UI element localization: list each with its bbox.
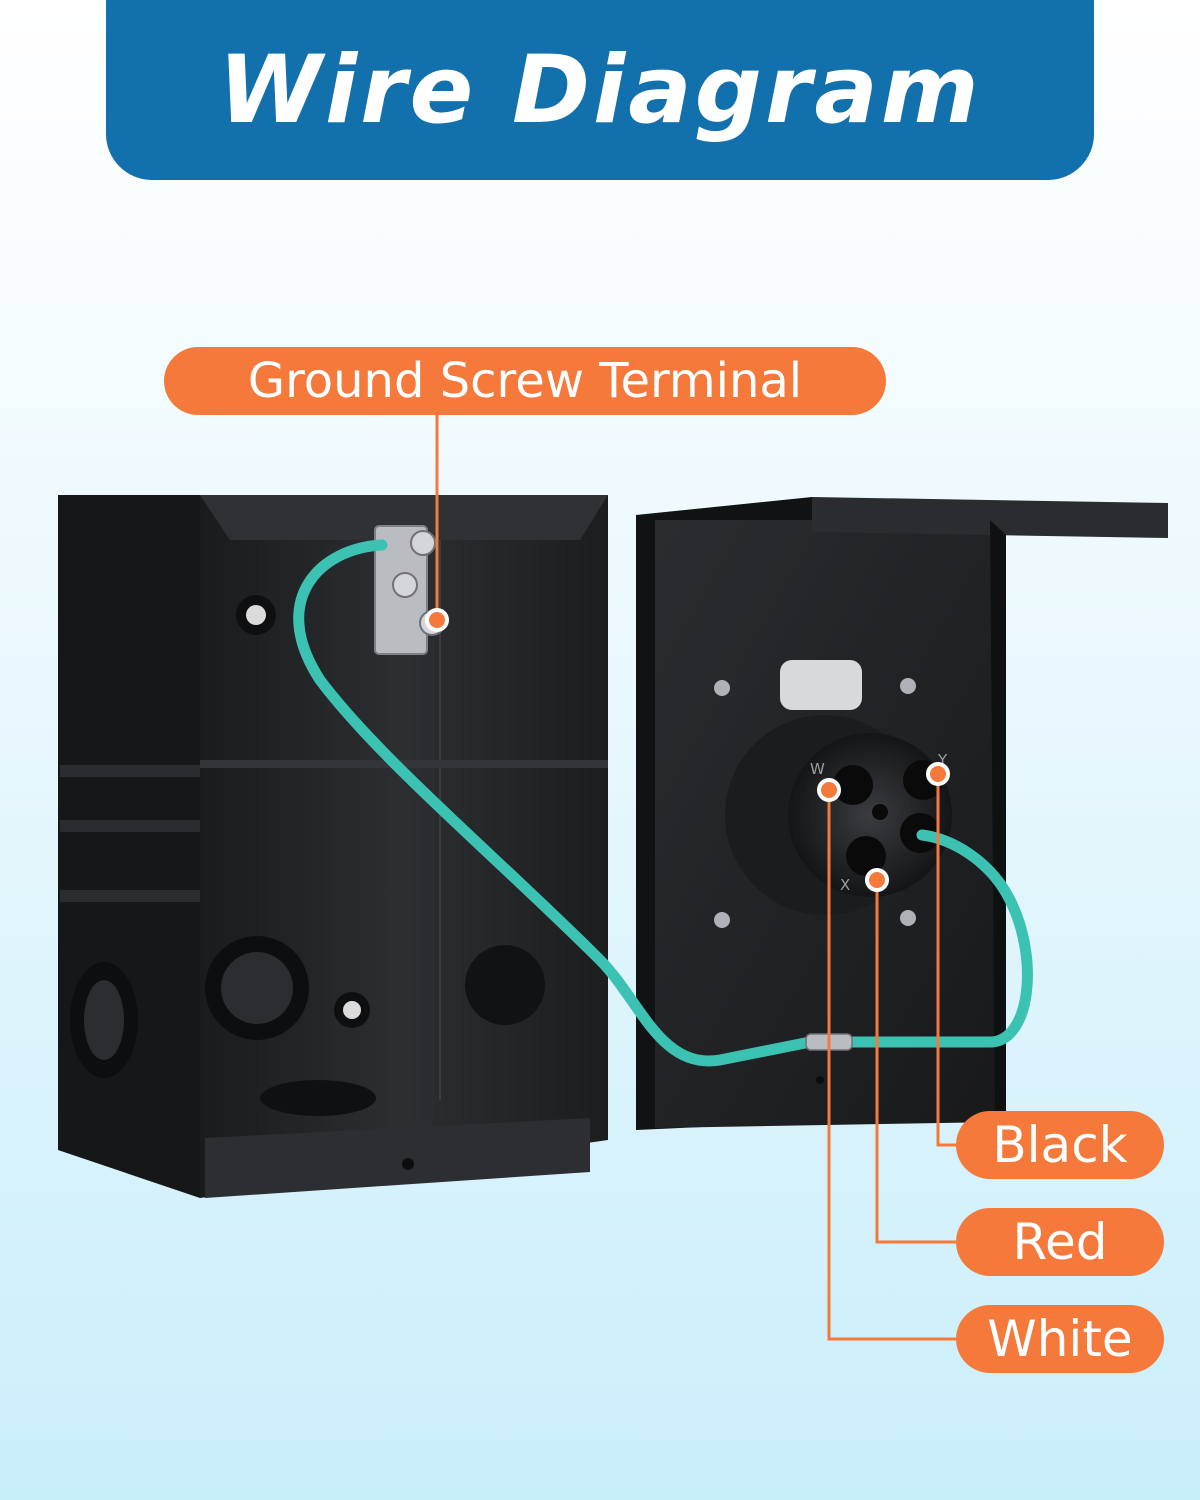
dot-black-terminal — [926, 762, 950, 786]
terminal-letter-x: X — [840, 876, 850, 894]
page-title: Wire Diagram — [218, 35, 982, 145]
knockout — [260, 1080, 376, 1116]
leader-lines — [435, 415, 956, 1341]
terminal-letter-w: W — [810, 760, 825, 778]
enclosure-box — [58, 495, 608, 1198]
cover-screw — [714, 680, 730, 696]
box-top-edge — [200, 495, 608, 540]
box-lip — [205, 1118, 590, 1198]
dot-ground-terminal — [425, 608, 449, 632]
cover-screw — [714, 912, 730, 928]
dot-white-terminal — [817, 778, 841, 802]
receptacle-cover — [636, 497, 1168, 1130]
ground-wire-jumper — [842, 829, 1033, 1048]
callout-black: Black — [956, 1111, 1164, 1179]
knockout — [465, 945, 545, 1025]
cover-screw — [900, 678, 916, 694]
terminal-letter-y: Y — [937, 751, 948, 769]
dot-red-terminal — [865, 868, 889, 892]
callout-ground-screw-terminal: Ground Screw Terminal — [164, 347, 886, 415]
cover-screw — [900, 910, 916, 926]
slot-white — [833, 765, 873, 805]
title-banner: Wire Diagram — [106, 0, 1094, 180]
terminal-screw — [392, 572, 418, 598]
receptacle-latch — [780, 660, 862, 710]
callout-white: White — [956, 1305, 1164, 1373]
ground-wire — [293, 539, 816, 1067]
callout-red: Red — [956, 1208, 1164, 1276]
leader-dots — [425, 608, 950, 892]
weather-hood — [812, 497, 1168, 538]
terminal-screw — [410, 530, 436, 556]
slot-red — [846, 836, 886, 876]
box-side-wall — [58, 495, 200, 1198]
